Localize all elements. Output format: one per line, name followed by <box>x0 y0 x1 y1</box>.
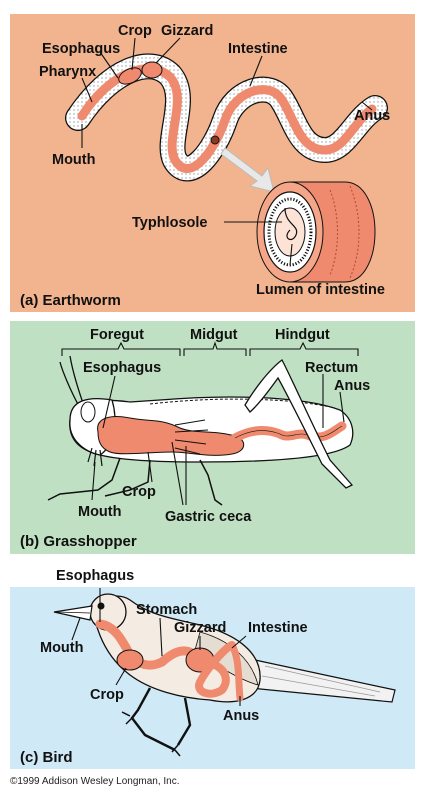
label-crop: Crop <box>122 484 156 500</box>
grasshopper-gut <box>97 416 245 456</box>
earthworm-gut <box>77 64 377 173</box>
copyright-notice: ©1999 Addison Wesley Longman, Inc. <box>10 776 180 787</box>
label-stomach: Stomach <box>136 602 197 618</box>
bird-eye <box>97 602 105 610</box>
bird-panel: Esophagus Stomach Gizzard Intestine Mout… <box>10 568 415 769</box>
bird-gut <box>95 619 244 702</box>
label-intestine: Intestine <box>248 620 308 636</box>
label-esophagus: Esophagus <box>56 568 134 584</box>
grasshopper-panel: Foregut Midgut Hindgut Esophagus Rectum … <box>10 321 415 554</box>
earthworm-panel: Crop Gizzard Esophagus Pharynx Intestine… <box>10 14 415 312</box>
caption-earthworm: (a) Earthworm <box>20 292 121 309</box>
label-anus: Anus <box>223 708 259 724</box>
earthworm-crop <box>118 67 142 85</box>
label-lumen: Lumen of intestine <box>256 282 385 298</box>
label-mouth: Mouth <box>40 640 83 656</box>
caption-grasshopper: (b) Grasshopper <box>20 533 137 550</box>
label-foregut: Foregut <box>90 327 144 343</box>
label-midgut: Midgut <box>190 327 238 343</box>
label-esophagus: Esophagus <box>83 360 161 376</box>
label-mouth: Mouth <box>52 152 95 168</box>
earthworm-gizzard <box>141 61 163 79</box>
label-mouth: Mouth <box>78 504 121 520</box>
label-gastric-ceca: Gastric ceca <box>165 509 252 525</box>
label-intestine: Intestine <box>228 41 288 57</box>
label-gizzard: Gizzard <box>161 23 213 39</box>
intestine-cross-section <box>256 181 376 283</box>
label-crop: Crop <box>118 23 152 39</box>
label-pharynx: Pharynx <box>39 64 96 80</box>
label-gizzard: Gizzard <box>174 620 226 636</box>
label-anus: Anus <box>334 378 370 394</box>
caption-bird: (c) Bird <box>20 749 73 766</box>
label-rectum: Rectum <box>305 360 358 376</box>
label-typhlosole: Typhlosole <box>132 215 207 231</box>
label-crop: Crop <box>90 687 124 703</box>
label-anus: Anus <box>354 108 390 124</box>
label-hindgut: Hindgut <box>275 327 330 343</box>
label-esophagus: Esophagus <box>42 41 120 57</box>
bird-crop <box>116 649 144 671</box>
